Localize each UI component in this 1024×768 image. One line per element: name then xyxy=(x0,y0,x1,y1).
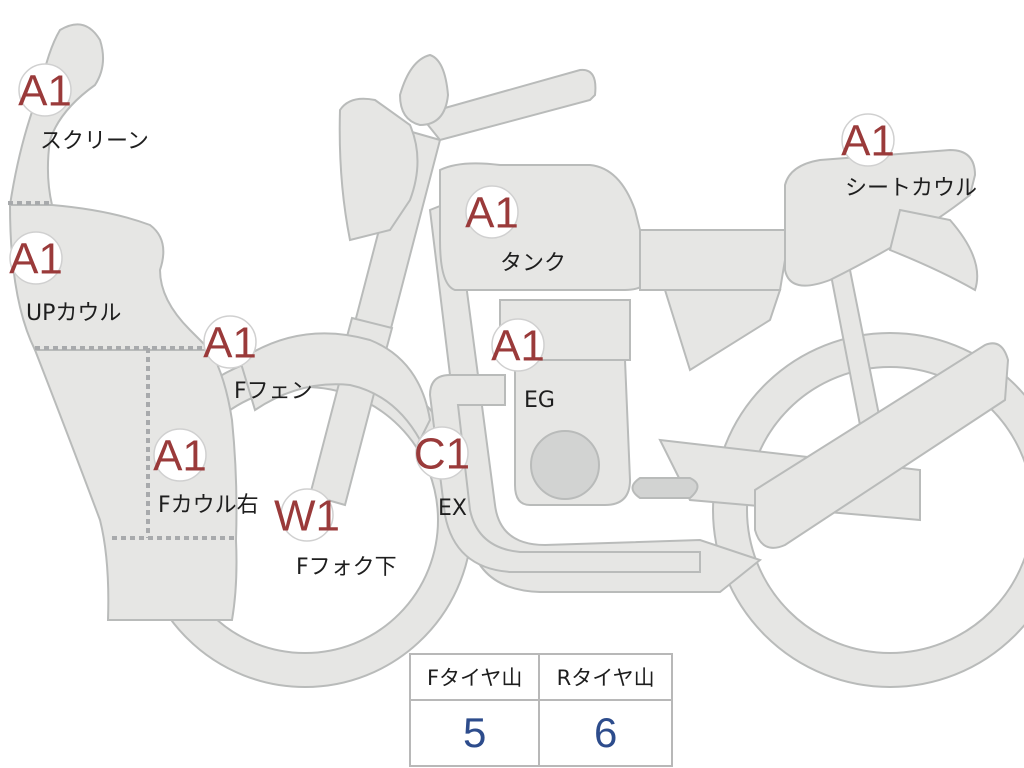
badge-up-cowl: A1 UPカウル xyxy=(9,231,121,326)
upper-cowl-shape xyxy=(8,204,213,351)
exhaust-pipe xyxy=(428,374,701,573)
damage-code: A1 xyxy=(841,117,895,166)
damage-code: C1 xyxy=(414,430,470,479)
rear-tire-header: Rタイヤ山 xyxy=(538,653,673,701)
badge-seat-cowl: A1 シートカウル xyxy=(841,113,977,201)
badge-circle xyxy=(280,488,334,542)
tire-tread-value-row: 5 6 xyxy=(408,699,673,767)
damage-code: A1 xyxy=(153,432,207,481)
foot-peg xyxy=(631,477,699,499)
badge-front-fork-lower: W1 Fフォク下 xyxy=(274,488,397,580)
damage-code: A1 xyxy=(465,189,519,238)
front-tire-value: 5 xyxy=(408,699,541,767)
part-label: シートカウル xyxy=(845,176,977,201)
badge-exhaust: C1 EX xyxy=(414,426,470,521)
part-label: Fカウル右 xyxy=(158,493,259,518)
tire-tread-header-row: Fタイヤ山 Rタイヤ山 xyxy=(408,653,673,701)
damage-code: W1 xyxy=(274,492,340,541)
part-label: スクリーン xyxy=(40,129,149,154)
part-label: UPカウル xyxy=(26,301,121,326)
damage-code: A1 xyxy=(203,319,257,368)
badge-circle xyxy=(465,185,519,239)
badge-circle xyxy=(491,318,545,372)
part-label: Fフェン xyxy=(234,379,313,404)
engine-cover xyxy=(530,430,600,500)
mirror xyxy=(398,53,450,127)
part-label: Fフォク下 xyxy=(296,555,397,580)
part-label: タンク xyxy=(500,251,566,276)
badge-circle xyxy=(153,428,207,482)
front-fender-shape xyxy=(238,332,432,443)
badge-circle xyxy=(841,113,895,167)
seat-cowl-shape xyxy=(784,148,977,287)
front-tire-header: Fタイヤ山 xyxy=(408,653,541,701)
part-label: EG xyxy=(524,388,555,413)
badge-front-cowl-right: A1 Fカウル右 xyxy=(153,428,259,518)
badge-circle xyxy=(203,315,257,369)
damage-code: A1 xyxy=(9,235,63,284)
tire-tread-table: Fタイヤ山 Rタイヤ山 5 6 xyxy=(408,653,673,767)
seat xyxy=(639,229,792,291)
rear-wheel-outline xyxy=(712,332,1024,688)
headlight xyxy=(338,97,419,242)
rear-frame xyxy=(663,289,782,372)
badge-engine: A1 EG xyxy=(491,318,555,413)
rear-tire-value: 6 xyxy=(538,699,673,767)
badge-circle xyxy=(415,426,469,480)
handlebar xyxy=(418,68,597,142)
front-cowl-shape xyxy=(33,349,238,621)
badge-circle xyxy=(9,231,63,285)
damage-code: A1 xyxy=(18,67,72,116)
damage-badges: A1 スクリーン A1 シートカウル A1 タンク A1 UPカウル A1 Fフ… xyxy=(9,63,977,580)
damage-code: A1 xyxy=(491,322,545,371)
badge-tank: A1 タンク xyxy=(465,185,566,276)
badge-screen: A1 スクリーン xyxy=(18,63,149,154)
part-label: EX xyxy=(438,496,467,521)
rear-wheel-inner-outline xyxy=(746,366,1024,654)
muffler xyxy=(754,342,1010,549)
badge-circle xyxy=(18,63,72,117)
tail-fender xyxy=(888,208,979,292)
rear-wheel xyxy=(713,333,1024,687)
badge-front-fender: A1 Fフェン xyxy=(203,315,313,404)
